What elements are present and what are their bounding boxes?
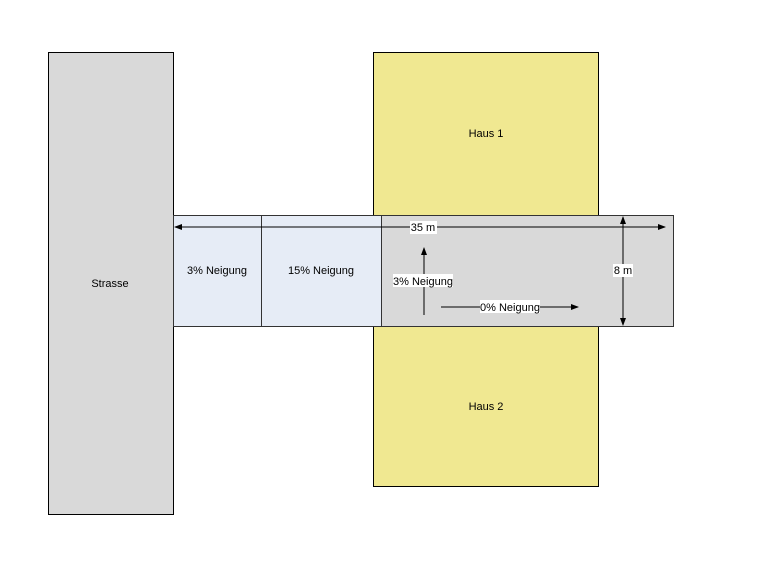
- street-label: Strasse: [91, 278, 128, 290]
- long-slope-label: 0% Neigung: [480, 302, 540, 314]
- zone-15-percent-label: 15% Neigung: [288, 265, 354, 277]
- zone-3-percent: [173, 215, 262, 327]
- zone-3-percent-label: 3% Neigung: [187, 265, 247, 277]
- house-1-label: Haus 1: [469, 128, 504, 140]
- length-label: 35 m: [411, 222, 435, 234]
- house-2-label: Haus 2: [469, 401, 504, 413]
- width-label: 8 m: [614, 265, 632, 277]
- cross-slope-label: 3% Neigung: [393, 276, 453, 288]
- zone-15-percent: [261, 215, 382, 327]
- house-1: [373, 52, 599, 216]
- street-area: [48, 52, 174, 515]
